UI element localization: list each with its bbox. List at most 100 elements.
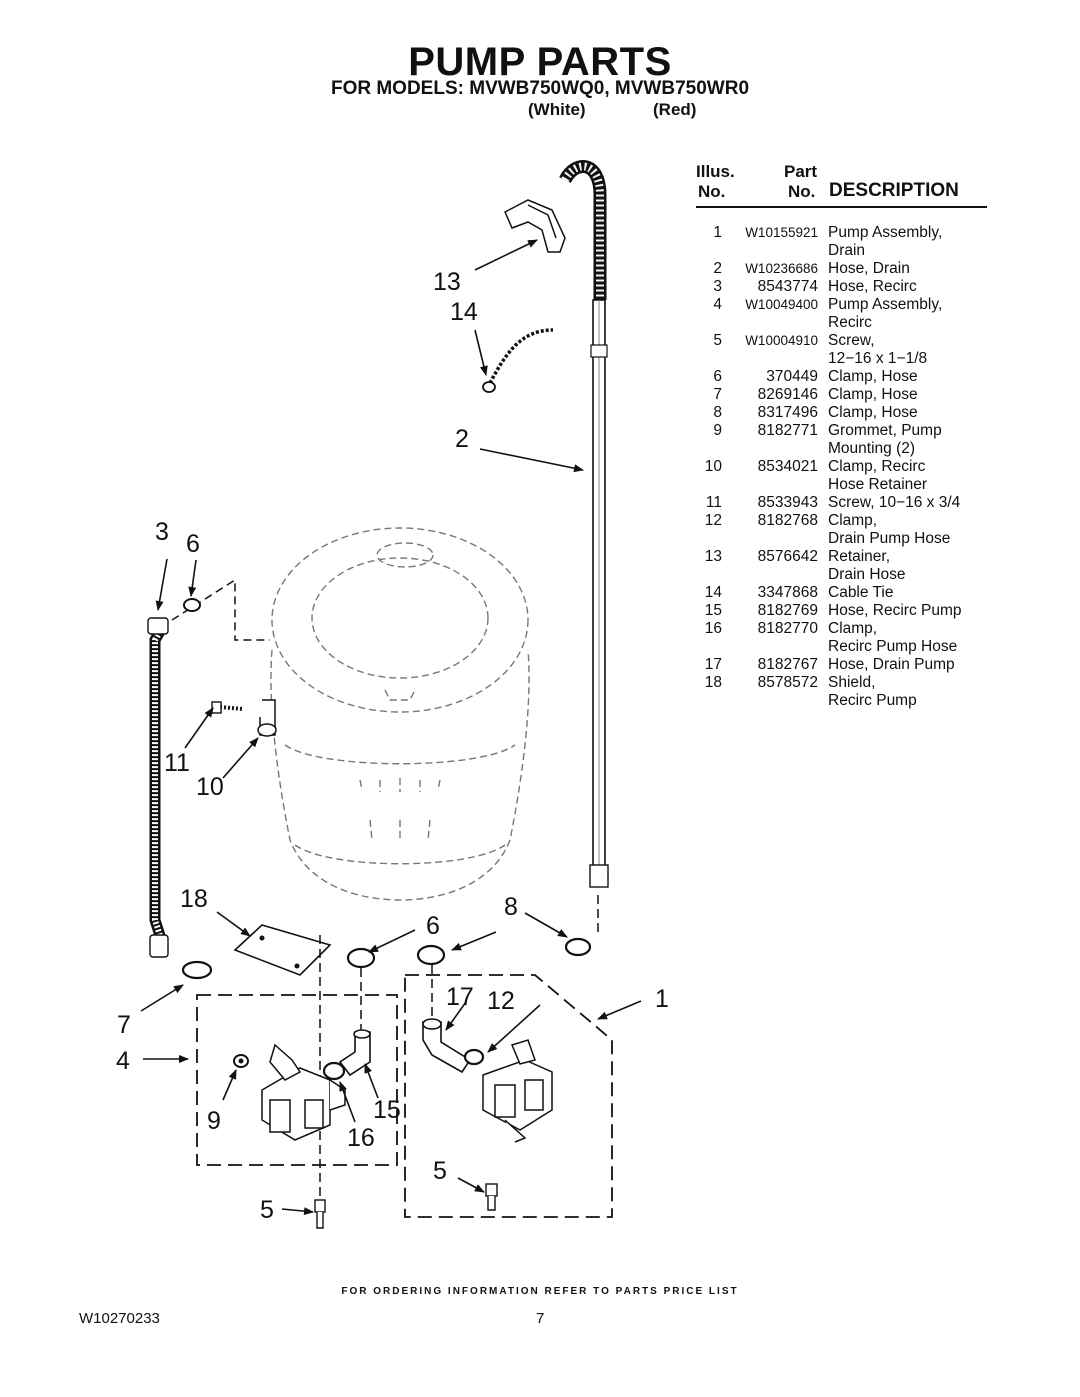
illus-number: 16 — [704, 620, 722, 637]
part-description: Clamp, Hose — [828, 386, 918, 403]
drain-hose-retainer — [504, 199, 566, 253]
drain-pump-hose-clamp — [463, 1048, 485, 1066]
drain-pump-hose — [422, 1018, 472, 1074]
part-description: Clamp, Hose — [828, 368, 918, 385]
recirc-hose-retainer-clamp — [257, 699, 277, 737]
illus-number: 1 — [713, 224, 722, 241]
screw-12-16-right — [485, 1183, 498, 1211]
part-description: Screw, 10−16 x 3/4 — [828, 494, 961, 511]
illus-number: 7 — [713, 386, 722, 403]
recirc-pump-shield — [233, 924, 332, 976]
screw-12-16-left — [314, 1199, 326, 1229]
part-number: 8534021 — [757, 458, 818, 475]
part-number: W10155921 — [745, 225, 818, 240]
part-row: 3 8543774 Hose, Recirc — [696, 278, 988, 296]
part-number: 8578572 — [757, 674, 818, 691]
part-description: Hose, Drain — [828, 260, 910, 277]
callout-8: 8 — [504, 893, 518, 921]
col-illus-no-label: No. — [698, 182, 726, 201]
part-description: Drain Hose — [828, 566, 906, 583]
callout-14: 14 — [450, 298, 478, 326]
callout-12: 12 — [487, 987, 515, 1015]
part-row: 1 W10155921 Pump Assembly,Drain — [696, 224, 988, 260]
illus-number: 14 — [704, 584, 722, 601]
callout-5-left: 5 — [260, 1196, 274, 1224]
part-number: 8182767 — [757, 656, 818, 673]
callout-2: 2 — [455, 425, 469, 453]
illus-number: 17 — [704, 656, 722, 673]
part-description: Hose Retainer — [828, 476, 928, 493]
part-number: 8182770 — [757, 620, 818, 637]
washer-tub-outline — [270, 527, 530, 901]
part-description: Drain Pump Hose — [828, 530, 951, 547]
part-description: Hose, Recirc — [828, 278, 917, 295]
part-row: 15 8182769 Hose, Recirc Pump — [696, 602, 988, 620]
part-description: Screw, — [828, 332, 875, 349]
illus-number: 4 — [713, 296, 722, 313]
recirc-hose-leader — [171, 578, 270, 641]
parts-table-header: Illus. Part No. No. DESCRIPTION — [696, 160, 987, 208]
callout-10: 10 — [196, 773, 224, 801]
callout-4: 4 — [116, 1047, 130, 1075]
page-number: 7 — [536, 1310, 545, 1327]
callout-15: 15 — [373, 1096, 401, 1124]
part-description: Pump Assembly, — [828, 224, 943, 241]
illus-number: 11 — [705, 494, 722, 511]
callout-7: 7 — [117, 1011, 131, 1039]
pump-grommet — [233, 1054, 249, 1068]
callout-17: 17 — [446, 983, 474, 1011]
part-number: W10236686 — [745, 261, 818, 276]
clamp-hose-6-a — [346, 947, 376, 969]
part-description: Clamp, Recirc — [828, 458, 926, 475]
part-description: Cable Tie — [828, 584, 894, 601]
part-description: Clamp, Hose — [828, 404, 918, 421]
part-description: Recirc — [828, 314, 872, 331]
drain-hose — [559, 160, 609, 888]
part-number: 8576642 — [757, 548, 818, 565]
part-description: Recirc Pump Hose — [828, 638, 958, 655]
part-number: 8317496 — [757, 404, 818, 421]
models-subtitle: FOR MODELS: MVWB750WQ0, MVWB750WR0 — [330, 78, 750, 99]
page-title: PUMP PARTS — [408, 40, 672, 84]
part-description: Hose, Recirc Pump — [828, 602, 962, 619]
illus-number: 2 — [713, 260, 722, 277]
col-part-label: Part — [784, 162, 818, 181]
part-description: 12−16 x 1−1/8 — [828, 350, 928, 367]
part-description: Retainer, — [828, 548, 891, 565]
illus-number: 3 — [713, 278, 722, 295]
screw-10-16 — [211, 701, 244, 714]
part-description: Drain — [828, 242, 866, 259]
illus-number: 15 — [704, 602, 722, 619]
illus-number: 6 — [713, 368, 722, 385]
illus-number: 13 — [704, 548, 722, 565]
clamp-hose-6-top — [183, 598, 201, 612]
part-number: 8182771 — [757, 422, 818, 439]
part-row: 2 W10236686 Hose, Drain — [696, 260, 988, 278]
part-description: Pump Assembly, — [828, 296, 943, 313]
part-number: 8182769 — [757, 602, 818, 619]
callout-11: 11 — [164, 749, 190, 777]
clamp-hose-7 — [181, 960, 213, 980]
part-number: 8543774 — [757, 278, 818, 295]
callout-13: 13 — [433, 268, 461, 296]
drain-pump — [482, 1039, 553, 1143]
clamp-hose-8 — [564, 937, 592, 957]
part-description: Hose, Drain Pump — [828, 656, 955, 673]
col-description-label: DESCRIPTION — [829, 180, 959, 201]
callout-6-top: 6 — [186, 530, 200, 558]
callout-18: 18 — [180, 885, 208, 913]
illus-number: 18 — [704, 674, 722, 691]
color-white-label: (White) — [528, 100, 586, 119]
illus-number: 12 — [704, 512, 722, 529]
document-number: W10270233 — [79, 1310, 160, 1327]
part-description: Recirc Pump — [828, 692, 917, 709]
